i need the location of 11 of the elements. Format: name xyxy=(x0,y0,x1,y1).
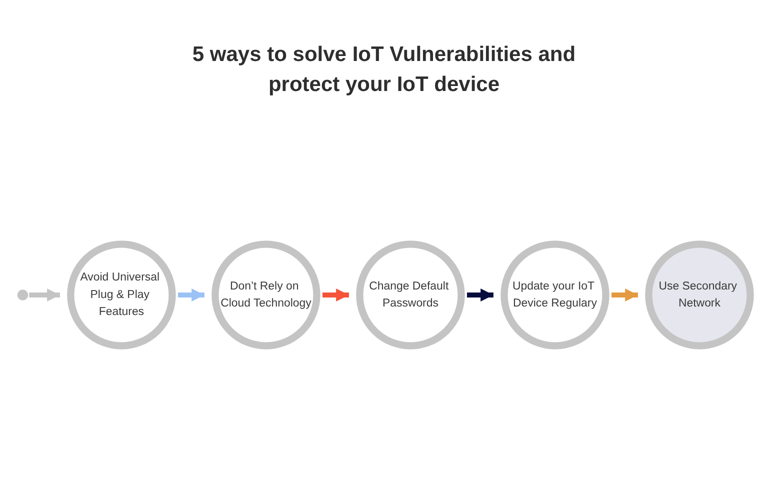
step-circle: Update your IoT Device Regulary xyxy=(500,240,610,350)
arrow xyxy=(466,288,494,302)
title: 5 ways to solve IoT Vulnerabilities and protect your IoT device xyxy=(191,42,577,98)
arrow xyxy=(611,288,638,302)
arrow xyxy=(322,288,350,302)
arrow xyxy=(178,288,205,302)
step-circle: Change Default Passwords xyxy=(356,240,465,350)
step-circle: Avoid Universal Plug & Play Features xyxy=(67,240,176,350)
step-circle: Don’t Rely on Cloud Technology xyxy=(212,240,320,350)
arrow xyxy=(28,288,60,302)
step-circle: Use Secondary Network xyxy=(645,240,754,350)
